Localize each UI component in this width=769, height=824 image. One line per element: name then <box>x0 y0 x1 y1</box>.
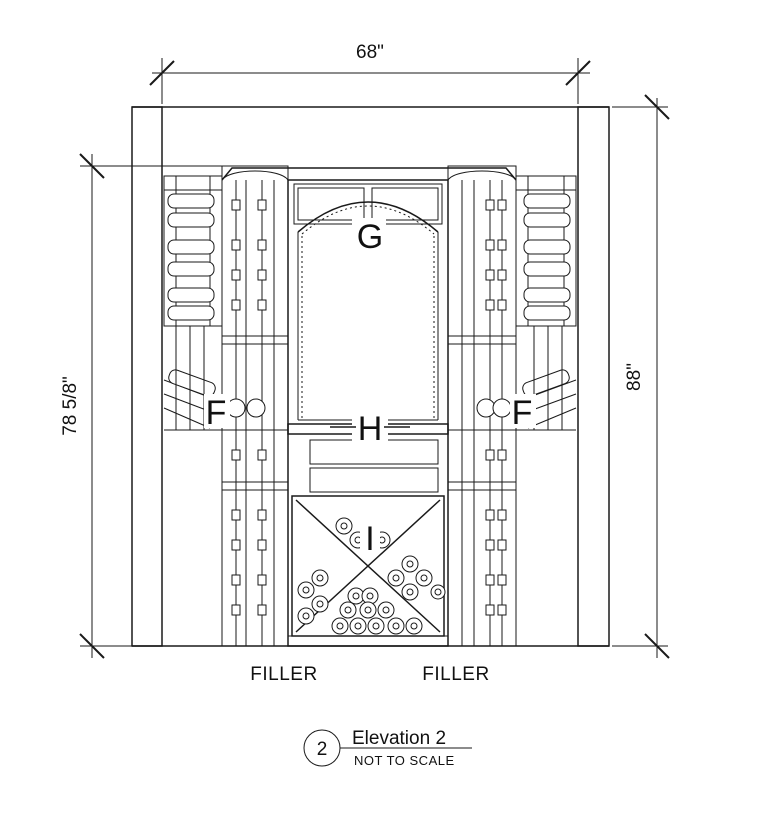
label-f-left: F <box>206 394 227 432</box>
right-upper-bottle-rack <box>515 175 577 431</box>
title-block: 2 Elevation 2 NOT TO SCALE <box>303 728 472 768</box>
filler-label-left: FILLER <box>250 664 317 685</box>
height-inner-dimension-text: 78 5/8" <box>60 376 81 436</box>
right-filler-panel <box>447 429 517 647</box>
x-bin-bottles <box>297 517 446 635</box>
scale-note: NOT TO SCALE <box>354 753 455 768</box>
x-bin-bottom-bottles <box>331 587 423 635</box>
right-rack-pegs <box>485 199 507 616</box>
width-dimension-text: 68" <box>356 42 384 63</box>
height-total-dimension: 88" <box>612 94 670 659</box>
filler-label-right: FILLER <box>422 664 489 685</box>
height-inner-dimension: 78 5/8" <box>60 153 222 659</box>
x-bin-left-bottles <box>297 569 329 625</box>
label-g: G <box>357 218 383 256</box>
label-i: I <box>365 520 374 558</box>
height-total-dimension-text: 88" <box>624 363 645 391</box>
elevation-number: 2 <box>317 739 328 760</box>
left-upper-bottle-rack <box>163 175 223 431</box>
right-ladder-rack <box>447 165 517 647</box>
left-horizontal-bottles <box>167 193 215 321</box>
callout-labels: G H I F F <box>204 218 536 558</box>
left-rack-pegs <box>231 199 267 616</box>
left-ladder-rack <box>221 165 289 647</box>
label-h: H <box>358 410 383 448</box>
x-bin-right-bottles <box>387 555 446 601</box>
elevation-title: Elevation 2 <box>352 728 446 749</box>
right-horizontal-bottles <box>523 193 571 321</box>
width-dimension: 68" <box>149 42 591 104</box>
label-f-right: F <box>512 394 533 432</box>
